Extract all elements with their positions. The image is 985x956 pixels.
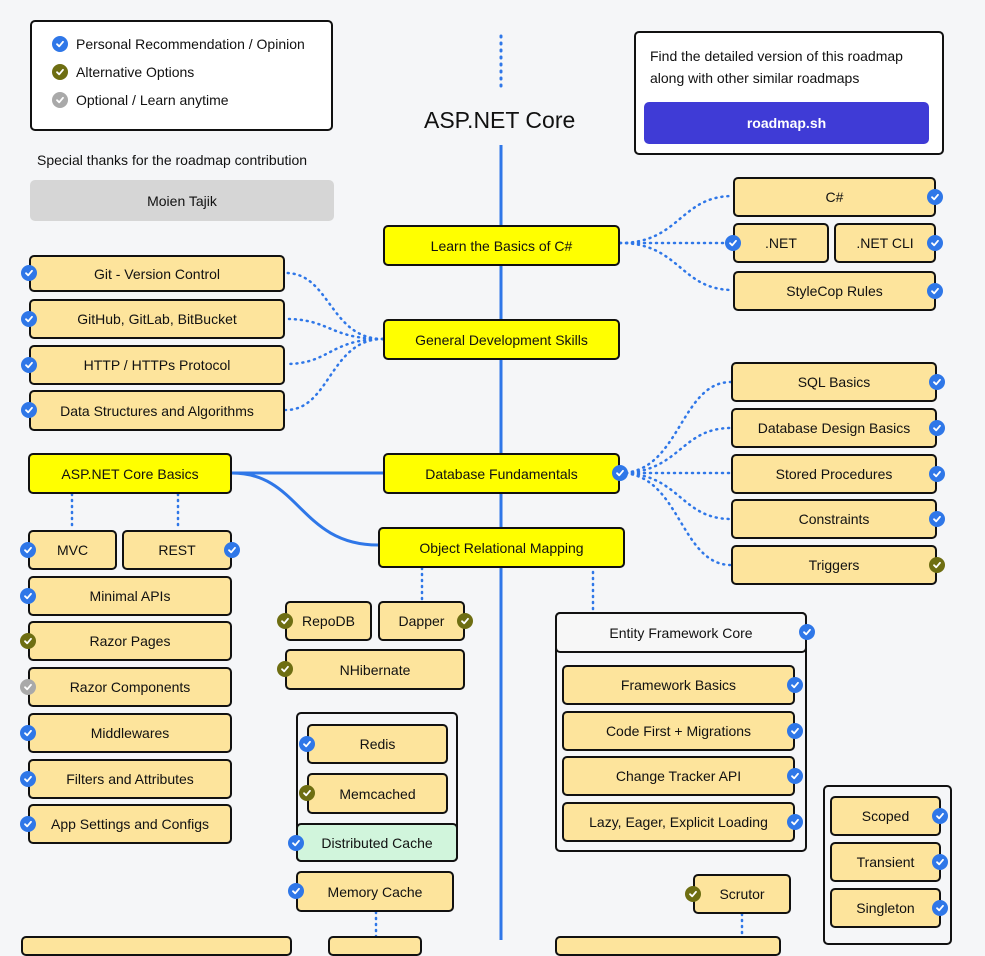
subtopic-razor-pages[interactable]: Razor Pages [28, 621, 232, 661]
subtopic-stored-procedures[interactable]: Stored Procedures [731, 454, 937, 494]
subtopic-scoped[interactable]: Scoped [830, 796, 941, 836]
subtopic-rest[interactable]: REST [122, 530, 232, 570]
check-icon [277, 613, 293, 629]
subtopic-github-gitlab-bitbucket[interactable]: GitHub, GitLab, BitBucket [29, 299, 285, 339]
check-icon [299, 736, 315, 752]
legend-optional-label: Optional / Learn anytime [76, 92, 229, 108]
check-icon [21, 265, 37, 281]
check-icon [20, 633, 36, 649]
subtopic-filters-attributes[interactable]: Filters and Attributes [28, 759, 232, 799]
subtopic-app-settings-configs[interactable]: App Settings and Configs [28, 804, 232, 844]
check-icon [20, 588, 36, 604]
check-icon [932, 900, 948, 916]
check-icon [224, 542, 240, 558]
topic-aspnet-core-basics[interactable]: ASP.NET Core Basics [28, 453, 232, 494]
subtopic-triggers[interactable]: Triggers [731, 545, 937, 585]
check-icon [288, 835, 304, 851]
check-icon [52, 92, 68, 108]
check-icon [787, 814, 803, 830]
check-icon [20, 725, 36, 741]
check-icon [929, 511, 945, 527]
subtopic-http-protocol[interactable]: HTTP / HTTPs Protocol [29, 345, 285, 385]
check-icon [20, 771, 36, 787]
subtopic-scrutor[interactable]: Scrutor [693, 874, 791, 914]
check-icon [929, 557, 945, 573]
subtopic-cut-off-left[interactable] [21, 936, 292, 956]
subtopic-distributed-cache[interactable]: Distributed Cache [296, 823, 458, 862]
check-icon [787, 723, 803, 739]
subtopic-lazy-eager-explicit-loading[interactable]: Lazy, Eager, Explicit Loading [562, 802, 795, 842]
legend-recommended-label: Personal Recommendation / Opinion [76, 36, 305, 52]
subtopic-constraints[interactable]: Constraints [731, 499, 937, 539]
subtopic-middlewares[interactable]: Middlewares [28, 713, 232, 753]
check-icon [685, 886, 701, 902]
check-icon [52, 36, 68, 52]
contributor-moien-tajik[interactable]: Moien Tajik [30, 180, 334, 221]
check-icon [52, 64, 68, 80]
topic-learn-basics-csharp[interactable]: Learn the Basics of C# [383, 225, 620, 266]
info-line-1: Find the detailed version of this roadma… [650, 48, 903, 64]
subtopic-cut-off-right[interactable] [555, 936, 781, 956]
subtopic-cut-off-middle[interactable] [328, 936, 422, 956]
subtopic-change-tracker-api[interactable]: Change Tracker API [562, 756, 795, 796]
subtopic-dapper[interactable]: Dapper [378, 601, 465, 641]
subtopic-memcached[interactable]: Memcached [307, 773, 448, 814]
subtopic-database-design-basics[interactable]: Database Design Basics [731, 408, 937, 448]
subtopic-nhibernate[interactable]: NHibernate [285, 649, 465, 690]
check-icon [932, 854, 948, 870]
subtopic-mvc[interactable]: MVC [28, 530, 117, 570]
check-icon [929, 466, 945, 482]
subtopic-transient[interactable]: Transient [830, 842, 941, 882]
check-icon [932, 808, 948, 824]
check-icon [20, 679, 36, 695]
check-icon [787, 768, 803, 784]
topic-general-development-skills[interactable]: General Development Skills [383, 319, 620, 360]
check-icon [927, 189, 943, 205]
subtopic-memory-cache[interactable]: Memory Cache [296, 871, 454, 912]
check-icon [725, 235, 741, 251]
info-line-2: along with other similar roadmaps [650, 70, 860, 86]
check-icon [21, 402, 37, 418]
legend-alternative-label: Alternative Options [76, 64, 195, 80]
subtopic-dotnet-cli[interactable]: .NET CLI [834, 223, 936, 263]
legend-box [30, 20, 333, 131]
check-icon [277, 661, 293, 677]
check-icon [612, 465, 628, 481]
check-icon [787, 677, 803, 693]
roadmap-sh-button[interactable]: roadmap.sh [644, 102, 929, 144]
subtopic-framework-basics[interactable]: Framework Basics [562, 665, 795, 705]
subtopic-csharp[interactable]: C# [733, 177, 936, 217]
subtopic-code-first-migrations[interactable]: Code First + Migrations [562, 711, 795, 751]
check-icon [20, 816, 36, 832]
check-icon [457, 613, 473, 629]
legend-recommended: Personal Recommendation / Opinion [52, 36, 305, 52]
subtopic-sql-basics[interactable]: SQL Basics [731, 362, 937, 402]
subtopic-redis[interactable]: Redis [307, 724, 448, 764]
legend-optional: Optional / Learn anytime [52, 92, 229, 108]
topic-object-relational-mapping[interactable]: Object Relational Mapping [378, 527, 625, 568]
check-icon [799, 624, 815, 640]
subtopic-repodb[interactable]: RepoDB [285, 601, 372, 641]
subtopic-singleton[interactable]: Singleton [830, 888, 941, 928]
page-title: ASP.NET Core [424, 107, 576, 133]
check-icon [299, 785, 315, 801]
subtopic-data-structures-algorithms[interactable]: Data Structures and Algorithms [29, 390, 285, 431]
subtopic-dotnet[interactable]: .NET [733, 223, 829, 263]
subtopic-razor-components[interactable]: Razor Components [28, 667, 232, 707]
check-icon [927, 235, 943, 251]
subtopic-stylecop-rules[interactable]: StyleCop Rules [733, 271, 936, 311]
topic-database-fundamentals[interactable]: Database Fundamentals [383, 453, 620, 494]
check-icon [21, 311, 37, 327]
check-icon [20, 542, 36, 558]
check-icon [927, 283, 943, 299]
check-icon [929, 374, 945, 390]
check-icon [288, 883, 304, 899]
check-icon [929, 420, 945, 436]
subtopic-entity-framework-core[interactable]: Entity Framework Core [555, 612, 807, 653]
subtopic-git[interactable]: Git - Version Control [29, 255, 285, 292]
legend-alternative: Alternative Options [52, 64, 194, 80]
subtopic-minimal-apis[interactable]: Minimal APIs [28, 576, 232, 616]
check-icon [21, 357, 37, 373]
thanks-text: Special thanks for the roadmap contribut… [37, 152, 308, 168]
